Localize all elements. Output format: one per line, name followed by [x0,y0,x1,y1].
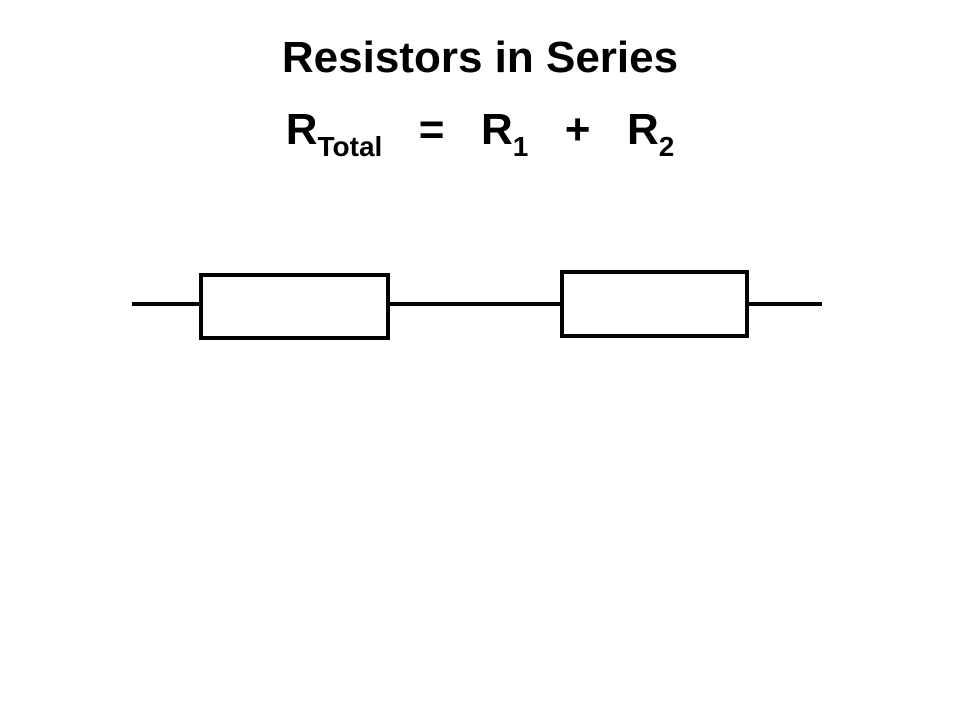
formula-r-total: RTotal [285,105,383,161]
resistor-1 [199,273,390,340]
formula-r2: R2 [626,105,674,161]
formula-r2-subscript: 2 [658,131,675,162]
formula-r1-main: R [480,105,513,154]
slide-title: Resistors in Series [281,33,679,82]
resistor-2 [560,270,749,338]
formula-r1-subscript: 1 [512,131,529,162]
formula-r1: R1 [480,105,528,161]
formula-r-total-subscript: Total [317,131,383,162]
formula-r-total-main: R [285,105,318,154]
formula-equals: = [418,105,445,154]
formula-r2-main: R [626,105,659,154]
formula-plus: + [564,105,591,154]
series-resistance-formula: RTotal = R1 + R2 [0,100,960,161]
